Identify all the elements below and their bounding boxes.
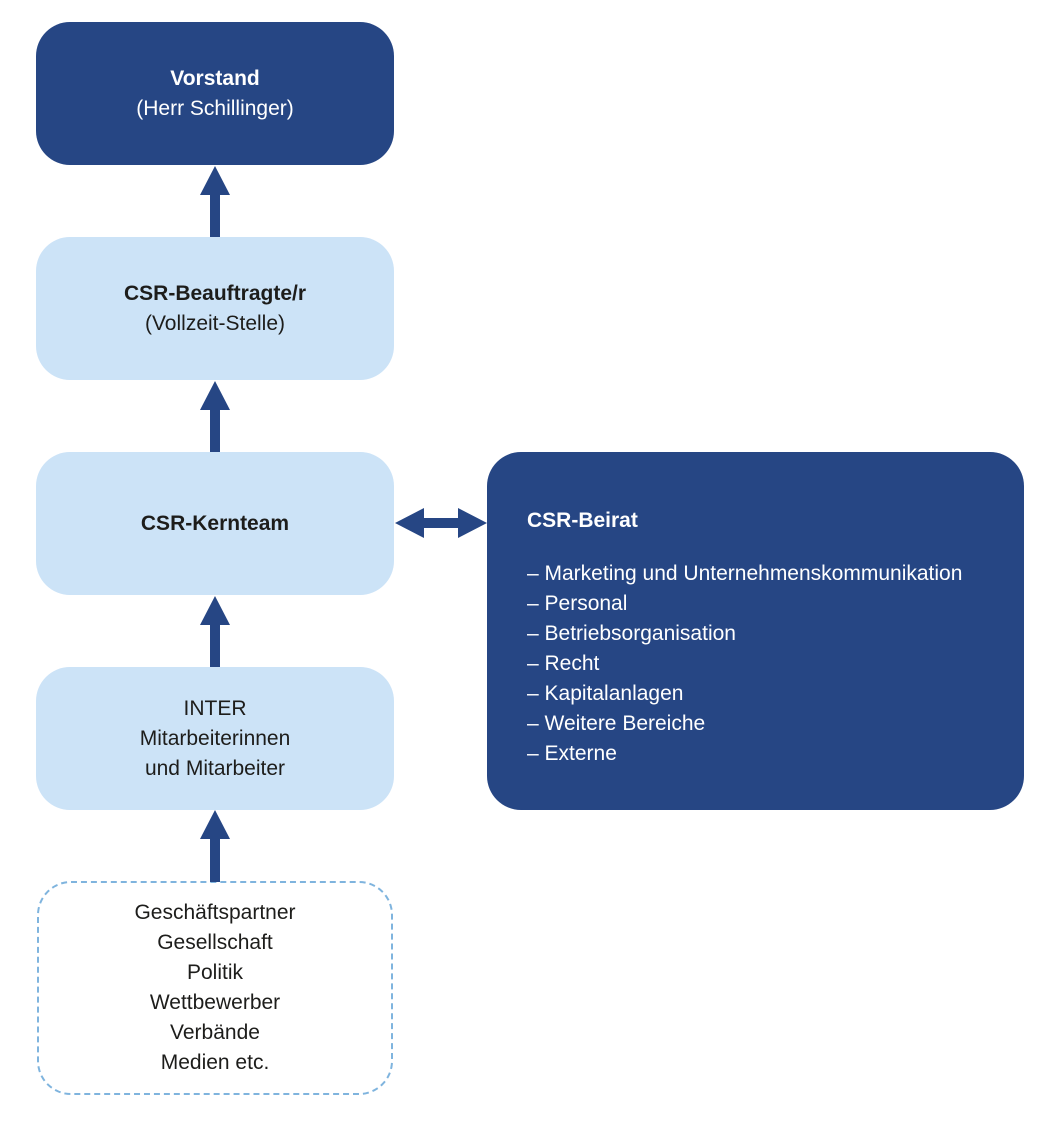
arrow-up-to-inter [200, 810, 230, 882]
csr-beirat-item: – Marketing und Unternehmenskommunikatio… [527, 562, 963, 585]
inter-line: und Mitarbeiter [144, 756, 286, 780]
csr-beirat-item: – Externe [527, 742, 617, 765]
csr-beirat-item: – Personal [527, 592, 628, 615]
csr-beauftragte-box: CSR-Beauftragte/r (Vollzeit-Stelle) [36, 237, 394, 380]
stakeholder-line: Geschäftspartner [134, 901, 296, 924]
csr-kernteam-title: CSR-Kernteam [140, 511, 290, 535]
inter-line: Mitarbeiterinnen [139, 726, 291, 750]
vorstand-title: Vorstand [170, 66, 260, 90]
vorstand-subtitle: (Herr Schillinger) [136, 96, 294, 120]
stakeholder-box: Geschäftspartner Gesellschaft Politik We… [37, 881, 393, 1095]
inter-employees-box: INTER Mitarbeiterinnen und Mitarbeiter [36, 667, 394, 810]
stakeholder-line: Medien etc. [160, 1051, 270, 1074]
csr-beauftragte-subtitle: (Vollzeit-Stelle) [144, 311, 286, 335]
csr-beirat-title: CSR-Beirat [527, 509, 638, 532]
inter-line: INTER [183, 696, 247, 720]
csr-beirat-item: – Recht [527, 652, 600, 675]
stakeholder-line: Wettbewerber [149, 991, 281, 1014]
csr-beauftragte-title: CSR-Beauftragte/r [123, 281, 307, 305]
stakeholder-line: Politik [186, 961, 244, 984]
arrow-up-to-beauftragte [200, 381, 230, 452]
csr-kernteam-box: CSR-Kernteam [36, 452, 394, 595]
arrow-up-to-vorstand [200, 166, 230, 237]
csr-beirat-item: – Kapitalanlagen [527, 682, 684, 705]
arrow-double-kernteam-beirat [395, 508, 487, 538]
csr-beirat-box: CSR-Beirat – Marketing und Unternehmensk… [487, 452, 1024, 810]
stakeholder-line: Gesellschaft [157, 931, 273, 954]
vorstand-box: Vorstand (Herr Schillinger) [36, 22, 394, 165]
csr-beirat-item: – Weitere Bereiche [527, 712, 706, 735]
csr-beirat-item: – Betriebsorganisation [527, 622, 736, 645]
arrow-up-to-kernteam [200, 596, 230, 667]
stakeholder-line: Verbände [170, 1021, 260, 1044]
